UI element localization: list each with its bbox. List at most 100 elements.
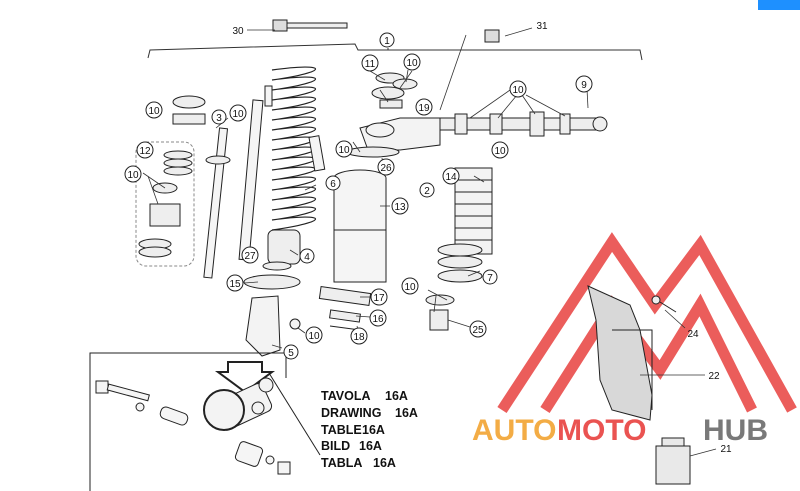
callout-11: 11 — [361, 54, 379, 72]
bolt-30-icon[interactable] — [272, 19, 348, 32]
clevis-5-icon[interactable] — [245, 295, 301, 357]
lower-mount-icon[interactable] — [203, 377, 274, 432]
callout-15: 15 — [226, 274, 244, 292]
spring-6-icon[interactable] — [271, 66, 317, 231]
callout-14: 14 — [442, 167, 460, 185]
callout-10-seals: 10 — [124, 165, 142, 183]
svg-text:7: 7 — [487, 273, 493, 284]
callout-22: 22 — [708, 371, 720, 382]
svg-text:12: 12 — [139, 146, 151, 157]
svg-text:6: 6 — [330, 179, 336, 190]
group-bracket — [147, 43, 643, 61]
svg-text:18: 18 — [353, 332, 365, 343]
callout-13: 13 — [391, 197, 409, 215]
svg-text:30: 30 — [232, 26, 244, 37]
svg-text:17: 17 — [373, 293, 385, 304]
svg-text:11: 11 — [365, 59, 376, 70]
svg-text:10: 10 — [308, 331, 320, 342]
callout-10-cap: 10 — [401, 277, 419, 295]
callout-31: 31 — [536, 21, 548, 32]
callout-21: 21 — [720, 444, 732, 455]
plate-16-icon[interactable] — [329, 309, 361, 323]
svg-text:4: 4 — [304, 252, 310, 263]
svg-text:3: 3 — [216, 113, 222, 124]
callout-9: 9 — [575, 75, 593, 93]
callout-12: 12 — [136, 141, 154, 159]
callout-10-left: 10 — [145, 101, 163, 119]
fitting-25-icon[interactable] — [425, 294, 455, 331]
svg-text:16: 16 — [372, 314, 384, 325]
table-ref-num-4: 16A — [373, 456, 396, 470]
svg-text:25: 25 — [472, 325, 484, 336]
callout-10-rod: 10 — [229, 104, 247, 122]
table-ref-num-3: 16A — [359, 439, 382, 453]
mudguard-22-icon[interactable] — [587, 285, 653, 421]
svg-text:10: 10 — [148, 106, 160, 117]
svg-text:22: 22 — [708, 371, 720, 382]
callout-19: 19 — [415, 98, 433, 116]
table-ref-num-2: 16A — [362, 423, 385, 437]
ring-26-icon[interactable] — [346, 146, 400, 158]
svg-text:AUTO: AUTO — [472, 414, 556, 447]
table-ref-num-1: 16A — [395, 406, 418, 420]
svg-text:14: 14 — [445, 172, 457, 183]
bushing-set-11-icon[interactable] — [371, 72, 418, 109]
callout-4: 4 — [299, 248, 315, 264]
svg-text:31: 31 — [536, 21, 548, 32]
shaft-3-icon[interactable] — [203, 127, 326, 279]
svg-text:2: 2 — [424, 186, 430, 197]
svg-text:27: 27 — [244, 251, 256, 262]
svg-text:10: 10 — [404, 282, 416, 293]
callout-10-valve: 10 — [509, 80, 527, 98]
screw-24-icon[interactable] — [651, 295, 677, 313]
callout-17: 17 — [370, 288, 388, 306]
boot-14-icon[interactable] — [454, 167, 493, 255]
callout-5: 5 — [283, 344, 299, 360]
svg-text:21: 21 — [720, 444, 732, 455]
table-ref-label-0: TAVOLA — [321, 389, 371, 403]
callout-30: 30 — [232, 26, 244, 37]
svg-text:10: 10 — [127, 170, 139, 181]
svg-text:9: 9 — [581, 80, 587, 91]
cap-7-icon[interactable] — [437, 243, 483, 283]
callout-26: 26 — [377, 158, 395, 176]
svg-text:19: 19 — [418, 103, 430, 114]
lower-bolt-icon[interactable] — [95, 380, 291, 475]
svg-text:HUB: HUB — [703, 414, 768, 447]
callout-10-right: 10 — [491, 141, 509, 159]
svg-text:10: 10 — [512, 85, 524, 96]
table-ref-label-1: DRAWING — [321, 406, 381, 420]
svg-text:10: 10 — [494, 146, 506, 157]
callout-25: 25 — [469, 320, 487, 338]
svg-text:13: 13 — [394, 202, 406, 213]
plate-17-icon[interactable] — [318, 286, 372, 306]
bottle-21-icon[interactable] — [655, 437, 691, 485]
nut-31-icon[interactable] — [484, 29, 500, 43]
svg-text:10: 10 — [406, 58, 418, 69]
detail-inset — [89, 352, 321, 491]
callout-18: 18 — [350, 327, 368, 345]
reservoir-arm-19-icon[interactable] — [359, 117, 441, 151]
callout-2: 2 — [419, 182, 435, 198]
callout-27: 27 — [241, 246, 259, 264]
watermark-logo — [497, 232, 797, 414]
callout-6: 6 — [325, 175, 341, 191]
callout-10-top: 10 — [403, 53, 421, 71]
callout-7: 7 — [482, 269, 498, 285]
svg-text:26: 26 — [380, 163, 392, 174]
valve-assembly-9-icon[interactable] — [439, 111, 608, 137]
callout-24: 24 — [687, 329, 699, 340]
svg-text:MOTO: MOTO — [557, 414, 646, 447]
watermark-text: AUTO MOTO HUB — [472, 414, 768, 447]
svg-text:10: 10 — [338, 145, 350, 156]
spring-seat-15-icon[interactable] — [243, 274, 301, 290]
svg-text:10: 10 — [232, 109, 244, 120]
seal-set-12-icon[interactable] — [138, 95, 231, 258]
callout-10-clevis: 10 — [305, 326, 323, 344]
corner-tab[interactable] — [758, 0, 800, 10]
callout-1: 1 — [379, 32, 395, 48]
damper-body-13-icon[interactable] — [333, 169, 387, 283]
bump-stop-4-icon[interactable] — [262, 229, 301, 271]
